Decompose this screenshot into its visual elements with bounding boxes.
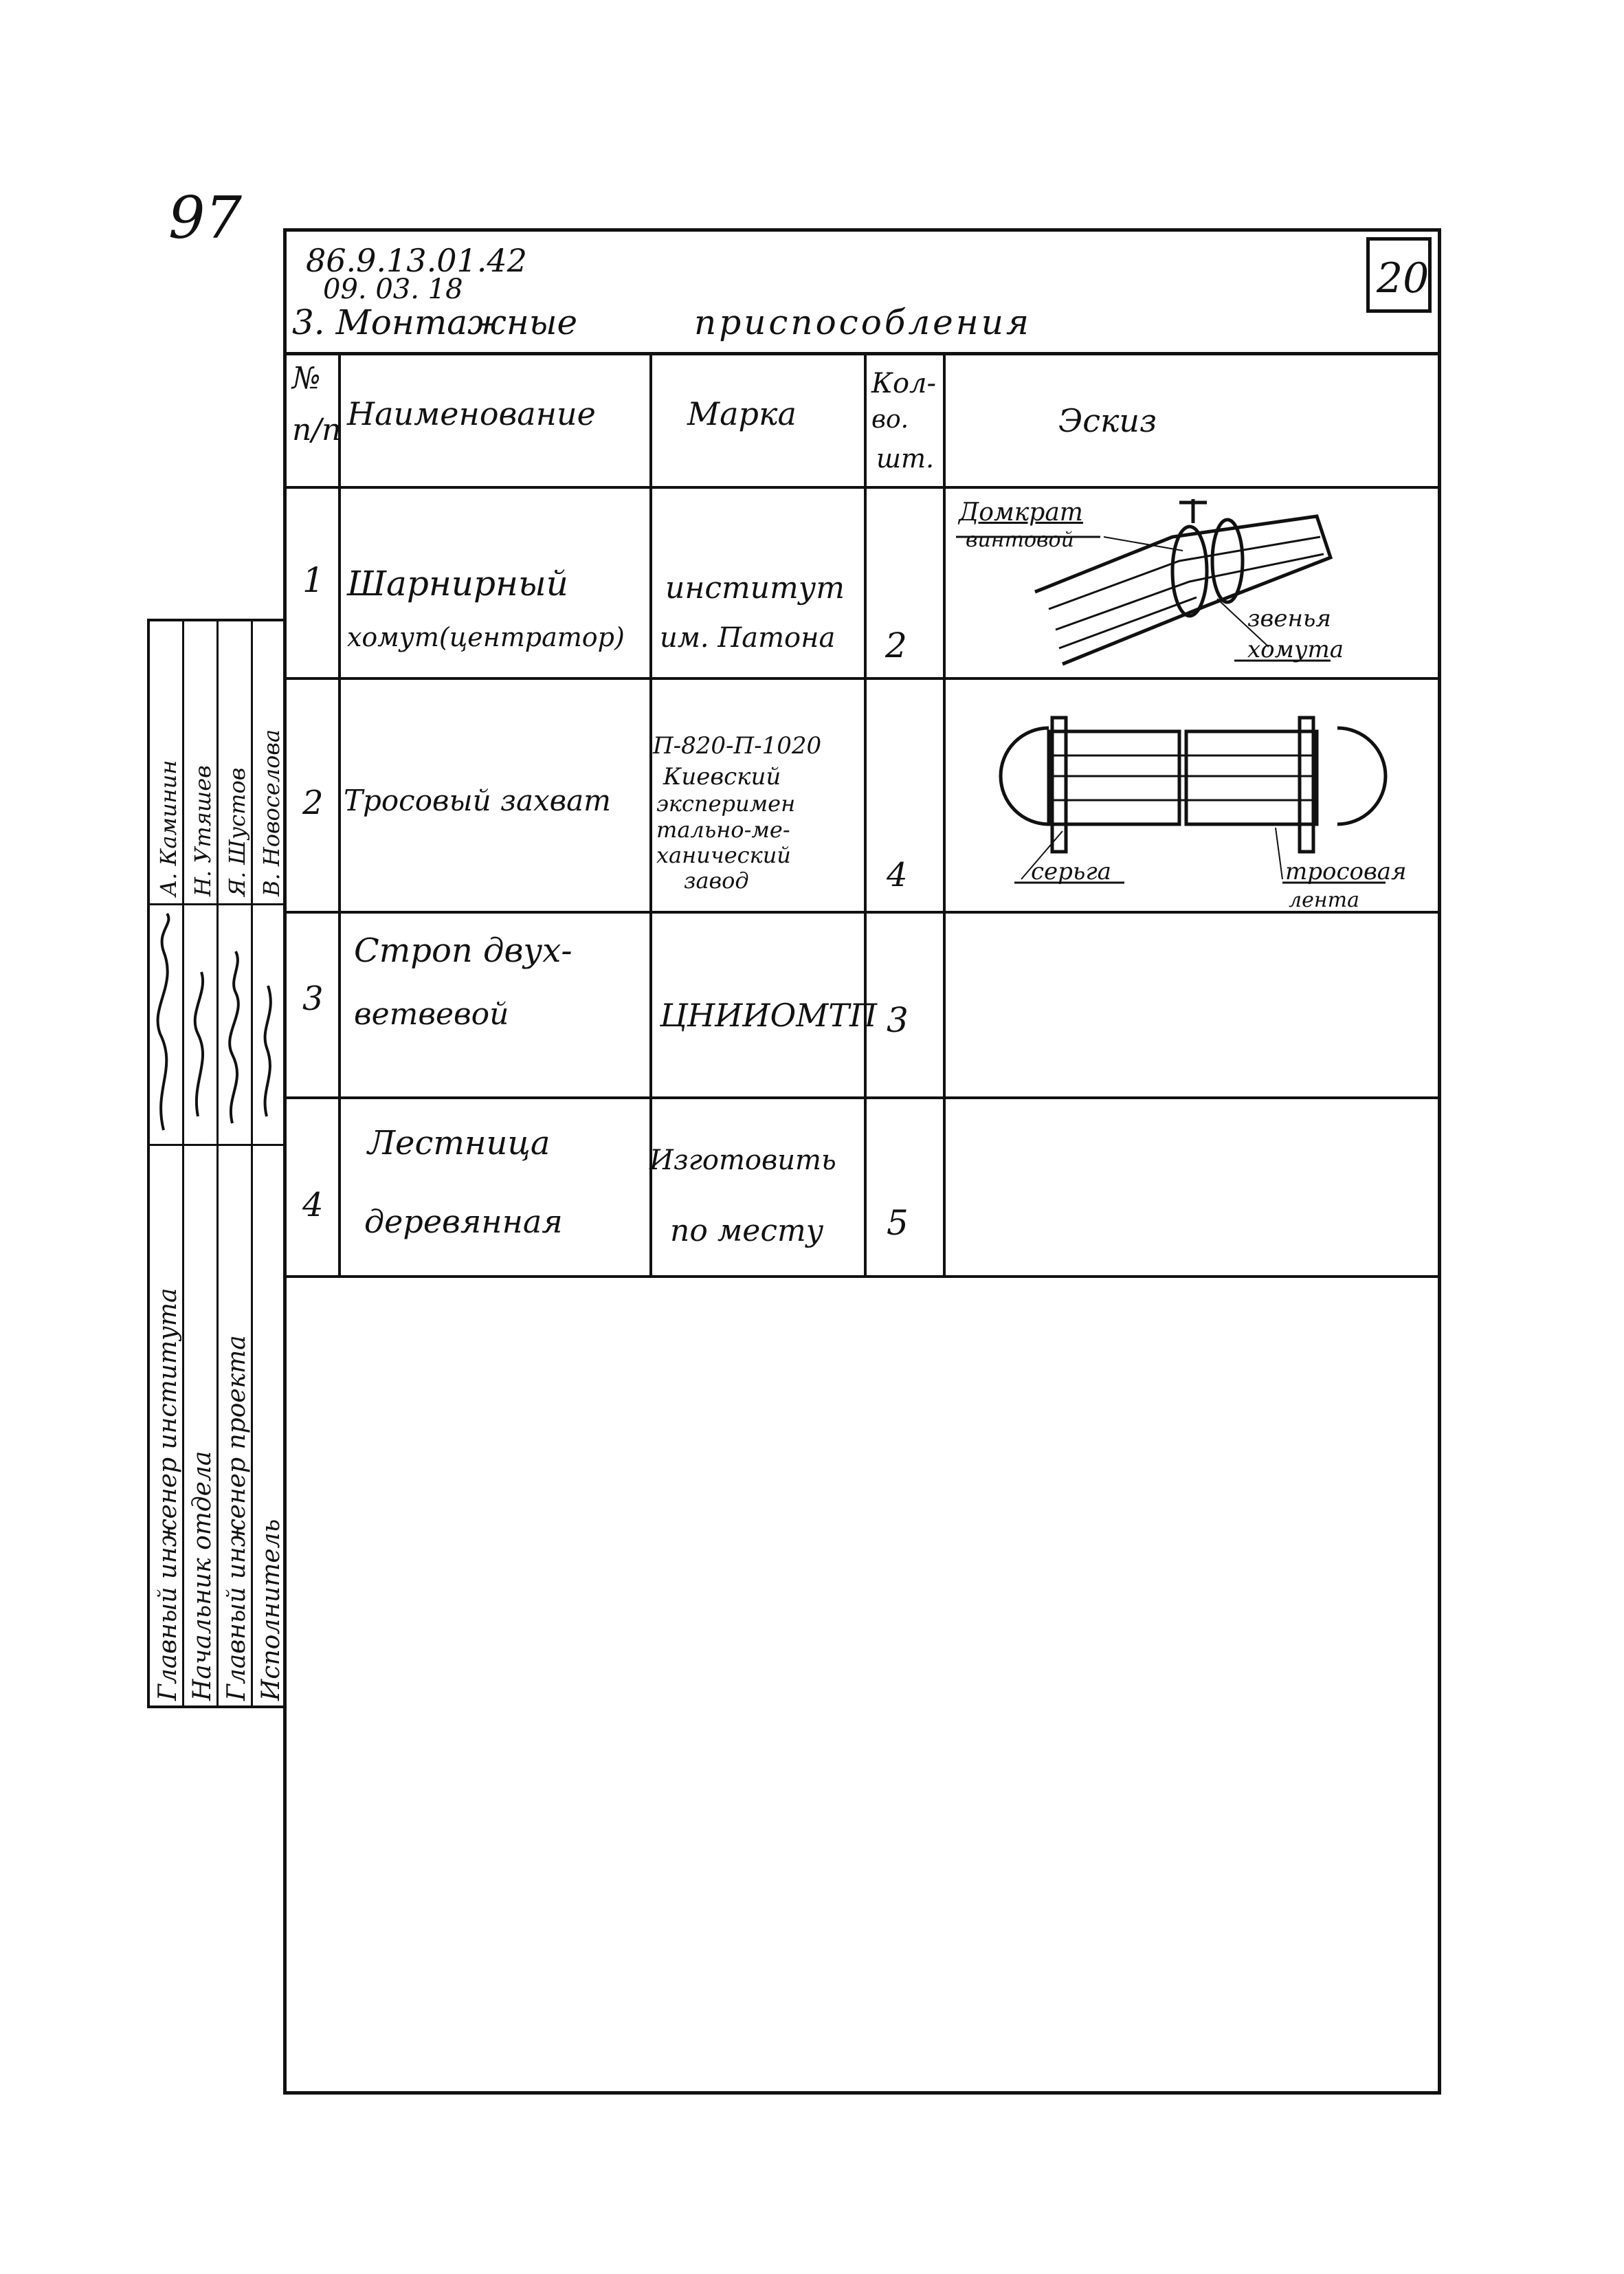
- stamp-name-3: Я. Шустов: [224, 767, 250, 896]
- row2-brand-6: завод: [684, 868, 749, 894]
- signatures: [156, 912, 272, 1131]
- row1-num: 1: [302, 560, 324, 600]
- approval-stamp: Главный инженер института Начальник отде…: [147, 619, 286, 1708]
- sketch1-label-jack: Домкрат: [959, 498, 1083, 527]
- header-qty-2: во.: [871, 406, 909, 434]
- row2-num: 2: [302, 784, 324, 822]
- clamp-link: [1210, 518, 1245, 604]
- stamp-role-3: Главный инженер проекта: [223, 1335, 251, 1701]
- stamp-name-4: В. Новоселова: [258, 729, 285, 896]
- row3-name-1: Строп двух-: [354, 931, 572, 970]
- header-qty-3: шт.: [876, 443, 935, 474]
- stamp-row: [219, 621, 253, 1706]
- stamp-divider: [150, 1144, 283, 1146]
- leader-line: [1275, 827, 1283, 880]
- row4-name-2: деревянная: [364, 1203, 563, 1240]
- header-qty-1: Кол-: [871, 368, 937, 399]
- row-divider: [283, 677, 1441, 680]
- row3-qty: 3: [887, 1000, 909, 1040]
- col-divider: [864, 352, 867, 1277]
- signature-2: [193, 971, 205, 1117]
- row2-brand-2: Киевский: [663, 763, 781, 791]
- table-bottom-line: [283, 1275, 1441, 1278]
- header-bottom-line: [283, 486, 1441, 489]
- sketch2-label-band: лента: [1289, 888, 1359, 912]
- table-top-line: [283, 352, 1441, 355]
- clamp-plate: [1298, 716, 1315, 854]
- signature-4: [263, 985, 272, 1117]
- row-divider: [283, 1096, 1441, 1099]
- stamp-role-2: Начальник отдела: [188, 1450, 216, 1701]
- sketch1-label-screw: винтовой: [966, 528, 1074, 552]
- row2-brand-4: тально-ме-: [656, 817, 790, 843]
- row4-qty: 5: [887, 1203, 909, 1243]
- page-number: 97: [168, 184, 242, 252]
- header-sketch: Эскиз: [1058, 402, 1157, 439]
- row2-brand-3: эксперимен: [656, 791, 796, 817]
- signature-1: [156, 912, 170, 1131]
- row1-brand-1: институт: [665, 571, 845, 606]
- col-divider: [943, 352, 946, 1277]
- row4-brand-1: Изготовить: [649, 1145, 836, 1176]
- row2-name-1: Тросовый захват: [344, 784, 611, 817]
- leader-line: [1103, 536, 1183, 551]
- row4-num: 4: [302, 1186, 324, 1224]
- row4-brand-2: по месту: [670, 1213, 824, 1248]
- header-name: Наименование: [347, 395, 596, 432]
- row2-qty: 4: [887, 856, 908, 894]
- pipe-stripe: [1048, 536, 1321, 610]
- row3-name-2: ветвевой: [354, 997, 509, 1032]
- row3-brand-1: ЦНИИОМТП: [660, 997, 878, 1034]
- row2-brand-5: ханический: [656, 842, 791, 868]
- header-num-2: п/п: [292, 412, 342, 448]
- section-title-2: приспособления: [694, 302, 1032, 342]
- stamp-row: [184, 621, 219, 1706]
- document-code: 86.9.13.01.42: [306, 242, 527, 279]
- grip-block-right: [1184, 729, 1319, 826]
- rope-grip-sketch: [999, 716, 1388, 884]
- leader-line: [1216, 598, 1269, 648]
- shackle-right: [1337, 726, 1388, 826]
- section-title-1: 3. Монтажные: [292, 302, 578, 342]
- leader-line: [1021, 830, 1063, 880]
- sheet-number-box: 20: [1366, 237, 1432, 313]
- signature-3: [228, 951, 240, 1124]
- stamp-name-1: А. Каминин: [155, 760, 181, 896]
- stamp-row: [150, 621, 184, 1706]
- row2-brand-1: П-820-П-1020: [653, 732, 822, 760]
- centralizer-sketch: [956, 499, 1333, 666]
- clamp-link: [1170, 525, 1209, 618]
- row1-name-2: хомут(центратор): [347, 622, 625, 652]
- row3-num: 3: [302, 980, 324, 1018]
- header-num-1: №: [292, 361, 321, 396]
- row1-name-1: Шарнирный: [347, 564, 568, 604]
- sketch2-label-shackle: серьга: [1031, 858, 1111, 885]
- grip-block-left: [1047, 729, 1181, 826]
- sketch1-label-links: звенья: [1247, 605, 1331, 632]
- row1-qty: 2: [885, 626, 907, 665]
- col-divider: [649, 352, 652, 1277]
- pipe-outline: [1034, 514, 1333, 666]
- stamp-divider: [150, 903, 283, 905]
- sheet-number: 20: [1377, 254, 1430, 302]
- sketch1-label-clamp: хомута: [1247, 636, 1344, 663]
- document-date: 09. 03. 18: [323, 274, 463, 305]
- stamp-role-4: Исполнитель: [257, 1519, 285, 1701]
- clamp-plate: [1050, 716, 1068, 854]
- row-divider: [283, 911, 1441, 914]
- stamp-name-2: Н. Утяшев: [190, 765, 216, 896]
- sketch2-label-rope: тросовая: [1285, 858, 1407, 885]
- col-divider: [338, 352, 341, 1277]
- pipe-stripe: [1058, 596, 1197, 650]
- pipe-stripe: [1055, 553, 1324, 631]
- row4-name-1: Лестница: [368, 1124, 550, 1162]
- shackle-left: [999, 726, 1049, 826]
- row1-brand-2: им. Патона: [660, 622, 836, 654]
- header-brand: Марка: [687, 395, 797, 432]
- stamp-role-1: Главный инженер института: [154, 1288, 182, 1701]
